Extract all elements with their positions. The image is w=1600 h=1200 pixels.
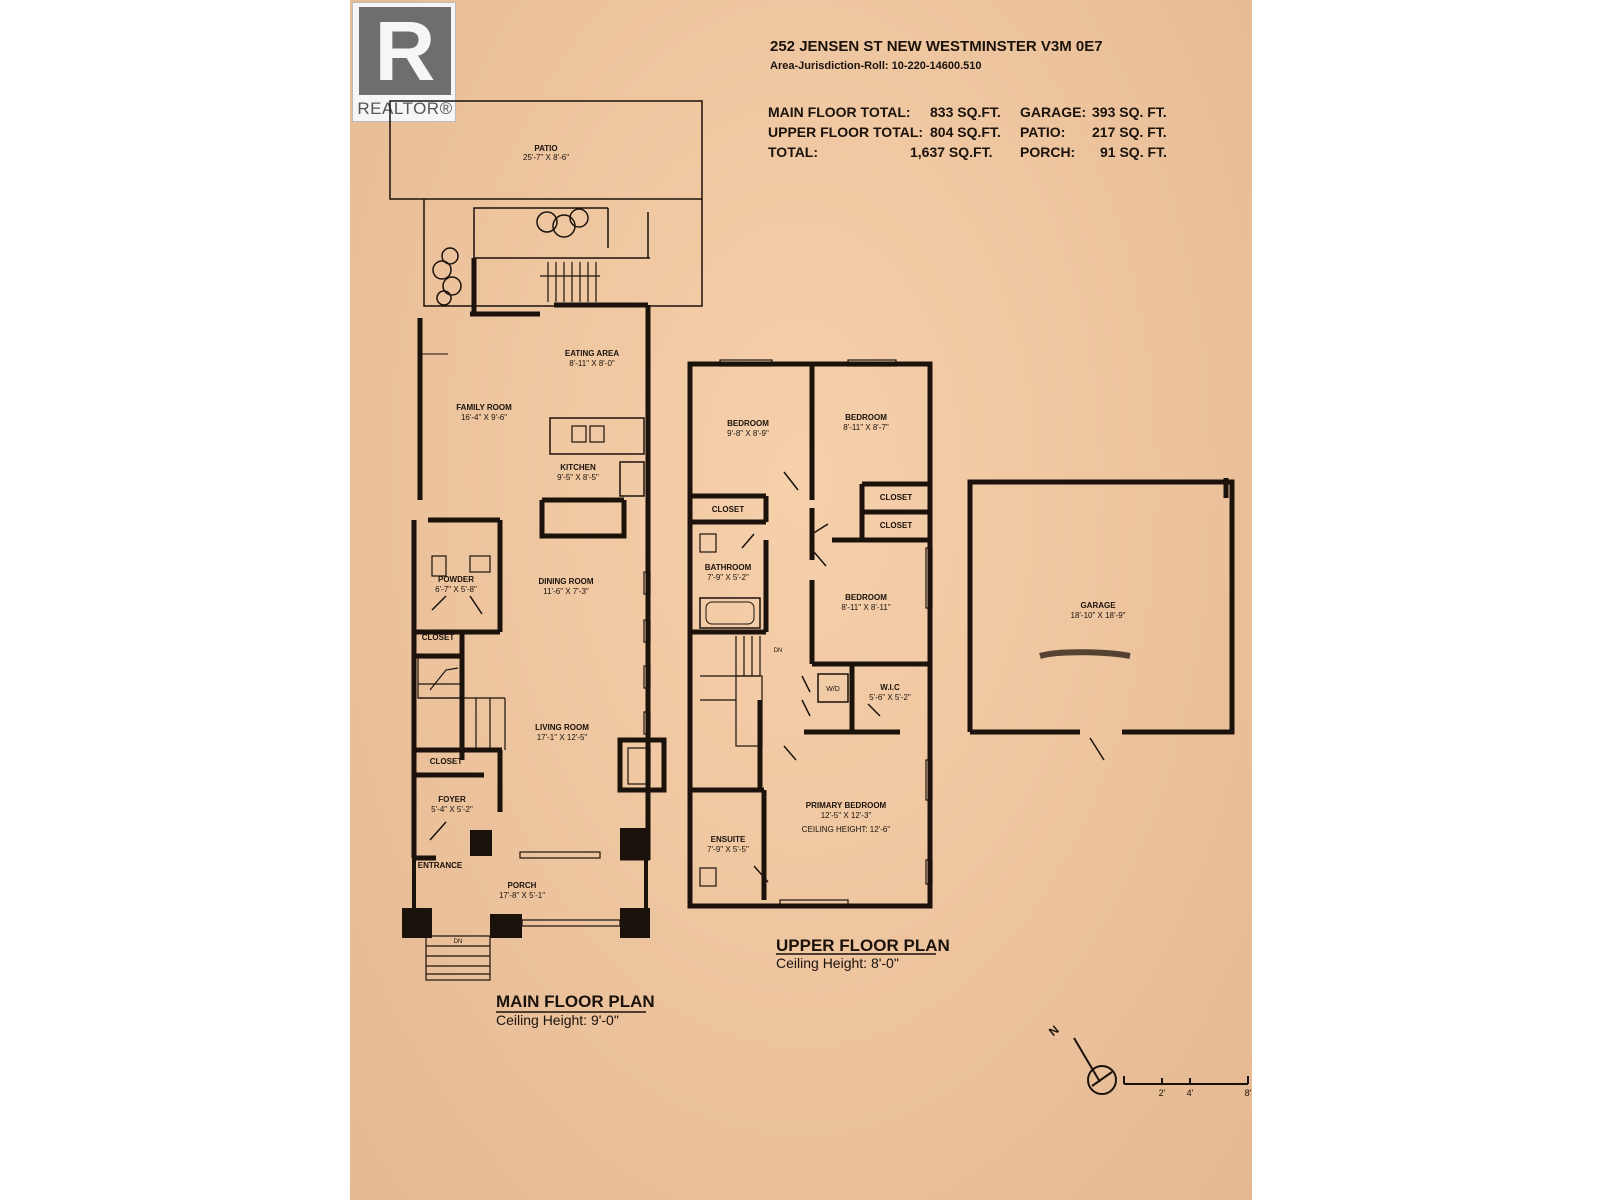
- compass-north-label: N: [1046, 1023, 1062, 1039]
- realtor-r-icon: R: [359, 7, 451, 95]
- dims-wic: 5'-6" X 5'-2": [869, 693, 911, 702]
- label-ensuite: ENSUITE: [711, 835, 746, 844]
- label-garage: GARAGE: [1080, 601, 1116, 610]
- ceiling-primary-bedroom: CEILING HEIGHT: 12'-6": [802, 825, 891, 834]
- extra-value-porch: 91 SQ. FT.: [1100, 144, 1167, 160]
- scale-tick-8: 8': [1245, 1088, 1252, 1098]
- label-upper-dn: DN: [774, 648, 783, 654]
- total-label-upper: UPPER FLOOR TOTAL:: [768, 124, 924, 140]
- label-primary-bedroom: PRIMARY BEDROOM: [806, 801, 887, 810]
- label-wic: W.I.C: [880, 683, 900, 692]
- property-address: 252 JENSEN ST NEW WESTMINSTER V3M 0E7: [770, 38, 1103, 55]
- dims-patio: 25'-7" X 8'-6": [523, 153, 569, 162]
- realtor-logo-text: REALTOR®: [357, 99, 453, 118]
- label-living-room: LIVING ROOM: [535, 723, 589, 732]
- dims-eating-area: 8'-11" X 8'-0": [569, 359, 615, 368]
- floor-plan-sheet: [350, 0, 1252, 1200]
- dims-kitchen: 9'-5" X 8'-5": [557, 473, 599, 482]
- main-floor-title: MAIN FLOOR PLAN: [496, 992, 655, 1011]
- label-powder: POWDER: [438, 575, 474, 584]
- total-value-upper: 804 SQ.FT.: [930, 124, 1001, 140]
- label-bedroom-1: BEDROOM: [727, 419, 769, 428]
- compass-rose: [1073, 1037, 1117, 1095]
- dims-powder: 6'-7" X 5'-8": [435, 585, 477, 594]
- dims-garage: 18'-10" X 18'-9": [1071, 611, 1126, 620]
- label-closet-upper-a: CLOSET: [712, 505, 745, 514]
- label-bedroom-3: BEDROOM: [845, 593, 887, 602]
- dims-bedroom-1: 9'-8" X 8'-9": [727, 429, 769, 438]
- upper-floor-ceiling: Ceiling Height: 8'-0": [776, 955, 899, 971]
- interior-stairs: [417, 657, 506, 750]
- main-floor-walls: [411, 302, 651, 861]
- extra-label-garage: GARAGE:: [1020, 104, 1087, 120]
- label-dining-room: DINING ROOM: [538, 577, 593, 586]
- total-value-all: 1,637 SQ.FT.: [910, 144, 993, 160]
- garage-walls: [967, 478, 1235, 735]
- scale-tick-4: 4': [1187, 1088, 1194, 1098]
- label-family-room: FAMILY ROOM: [456, 403, 512, 412]
- label-closet-upper-c: CLOSET: [880, 521, 913, 530]
- dims-family-room: 16'-4" X 9'-6": [461, 413, 507, 422]
- patio-outline: [389, 100, 703, 200]
- upper-floor-walls: [687, 361, 933, 909]
- scale-bar: [1123, 1076, 1249, 1085]
- dims-living-room: 17'-1" X 12'-5": [537, 733, 588, 742]
- label-washer-dryer: W/D: [826, 686, 840, 693]
- total-label-main: MAIN FLOOR TOTAL:: [768, 104, 911, 120]
- deck-stairs: [540, 262, 600, 302]
- shrubs: [432, 208, 589, 306]
- upper-floor-title: UPPER FLOOR PLAN: [776, 936, 950, 955]
- label-closet-upper-b: CLOSET: [880, 493, 913, 502]
- label-entrance: ENTRANCE: [418, 861, 463, 870]
- realtor-logo[interactable]: R REALTOR®: [352, 2, 456, 122]
- main-floor-ceiling: Ceiling Height: 9'-0": [496, 1012, 619, 1028]
- upper-stairs: [700, 636, 763, 747]
- total-value-main: 833 SQ.FT.: [930, 104, 1001, 120]
- dims-dining-room: 11'-6" X 7'-3": [543, 587, 589, 596]
- dims-porch: 17'-8" X 5'-1": [499, 891, 545, 900]
- scale-tick-2: 2': [1159, 1088, 1166, 1098]
- porch-outline: [412, 858, 648, 912]
- label-closet-foyer: CLOSET: [430, 757, 463, 766]
- label-bedroom-2: BEDROOM: [845, 413, 887, 422]
- dims-bedroom-3: 8'-11" X 8'-11": [841, 603, 891, 612]
- dims-bedroom-2: 8'-11" X 8'-7": [843, 423, 889, 432]
- dims-primary-bedroom: 12'-5" X 12'-3": [821, 811, 872, 820]
- label-kitchen: KITCHEN: [560, 463, 596, 472]
- label-bathroom: BATHROOM: [705, 563, 752, 572]
- label-closet-main: CLOSET: [422, 633, 455, 642]
- label-porch: PORCH: [508, 881, 537, 890]
- dims-foyer: 5'-4" X 5'-2": [431, 805, 473, 814]
- label-porch-dn: DN: [454, 939, 463, 945]
- extra-value-patio: 217 SQ. FT.: [1092, 124, 1167, 140]
- dims-ensuite: 7'-9" X 5'-5": [707, 845, 749, 854]
- extra-label-porch: PORCH:: [1020, 144, 1076, 160]
- label-foyer: FOYER: [438, 795, 466, 804]
- total-label-all: TOTAL:: [768, 144, 819, 160]
- label-eating-area: EATING AREA: [565, 349, 619, 358]
- extra-label-patio: PATIO:: [1020, 124, 1066, 140]
- extra-value-garage: 393 SQ. FT.: [1092, 104, 1167, 120]
- jurisdiction-roll: Area-Jurisdiction-Roll: 10-220-14600.510: [770, 60, 982, 72]
- label-patio: PATIO: [534, 144, 557, 153]
- dims-bathroom: 7'-9" X 5'-2": [707, 573, 749, 582]
